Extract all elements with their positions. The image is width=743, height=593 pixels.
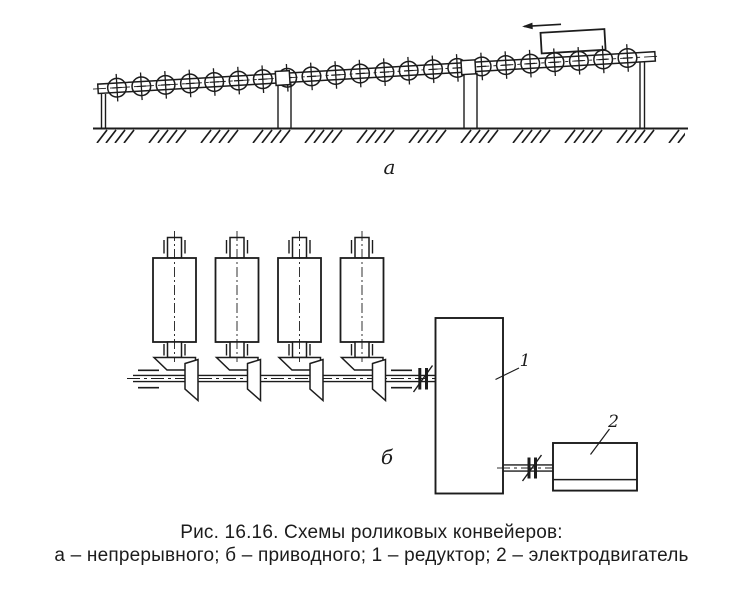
motor-label: 2 xyxy=(607,412,619,432)
support-leg-left xyxy=(100,94,107,128)
diagram-b-driven-conveyor: 1 2 б xyxy=(127,230,638,495)
inclined-rail-assembly xyxy=(92,22,661,103)
support-leg-mid-2 xyxy=(463,72,478,128)
diagram-a-continuous-conveyor: а xyxy=(92,22,688,179)
caption-legend: а – непрерывного; б – приводного; 1 – ре… xyxy=(54,544,689,566)
diagram-b-label: б xyxy=(381,445,394,469)
motor-coupling xyxy=(521,454,543,482)
support-leg-right xyxy=(639,61,646,128)
ground-hatching xyxy=(95,129,685,143)
rail-joint-bracket xyxy=(460,59,477,76)
support-leg-mid-1 xyxy=(277,82,292,128)
input-coupling xyxy=(412,365,434,393)
figure-caption: Рис. 16.16. Схемы роликовых конвейеров: … xyxy=(0,522,743,567)
electric-motor xyxy=(552,442,638,492)
load-box xyxy=(539,28,607,55)
reducer-leader-line xyxy=(495,367,520,381)
diagram-a-label: а xyxy=(384,155,396,179)
rail-joint-bracket xyxy=(274,69,291,87)
motion-arrow xyxy=(522,22,562,30)
reducer-box xyxy=(434,317,504,495)
rail-centerline xyxy=(92,55,661,90)
shaft-bearing-left xyxy=(138,369,159,389)
shaft-bearing-right xyxy=(391,369,412,389)
caption-title: Рис. 16.16. Схемы роликовых конвейеров: xyxy=(180,522,563,543)
reducer-label: 1 xyxy=(520,351,531,371)
motor-leader-line xyxy=(590,428,610,455)
